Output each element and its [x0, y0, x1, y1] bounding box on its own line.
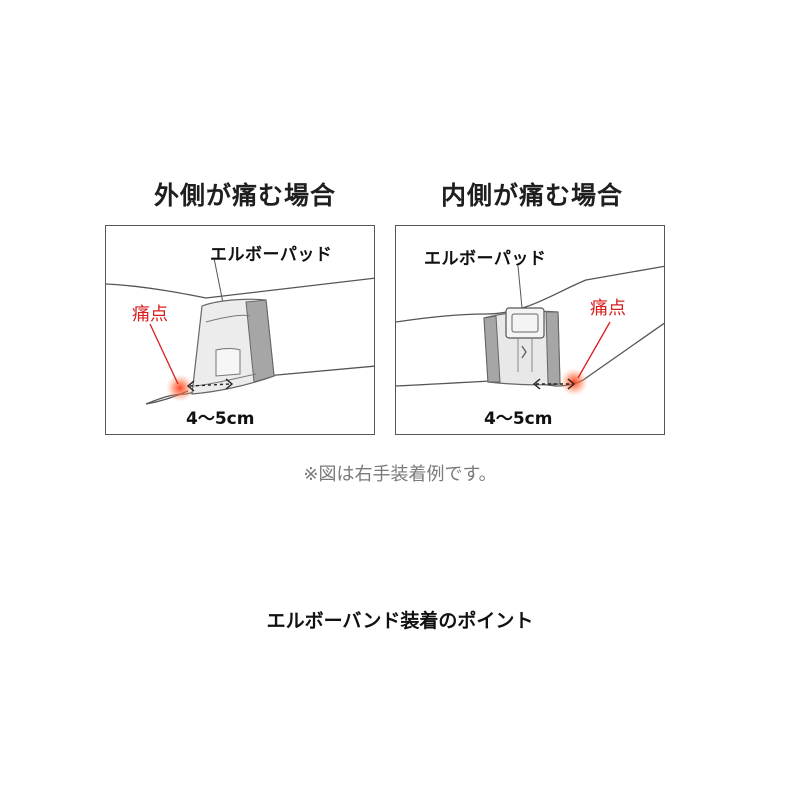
- arm-outline: [396, 265, 664, 323]
- arm-inner-illustration: [396, 265, 664, 396]
- pain-point-label: 痛点: [590, 298, 626, 319]
- right-hand-note: ※図は右手装着例です。: [303, 464, 497, 485]
- pain-point-glow: [560, 368, 588, 396]
- outer-pain-illustration: エルボーパッド 痛点 4～5cm: [105, 225, 375, 435]
- right-panel-title: 内側が痛む場合: [440, 181, 623, 210]
- pad-label: エルボーパッド: [424, 249, 547, 269]
- distance-label: 4～5cm: [484, 409, 553, 429]
- pad-label: エルボーパッド: [210, 245, 333, 265]
- pain-point-label: 痛点: [132, 304, 168, 325]
- caption: エルボーバンド装着のポイント: [266, 610, 534, 632]
- distance-label: 4～5cm: [186, 409, 255, 429]
- arm-outline: [106, 277, 374, 299]
- inner-pain-illustration: エルボーパッド 痛点 4～5cm: [395, 225, 665, 435]
- pain-point-glow: [166, 374, 194, 402]
- elbow-band: [483, 307, 561, 386]
- elbow-band: [191, 298, 275, 395]
- arm-outer-illustration: [106, 257, 374, 405]
- left-panel-title: 外側が痛む場合: [153, 181, 336, 210]
